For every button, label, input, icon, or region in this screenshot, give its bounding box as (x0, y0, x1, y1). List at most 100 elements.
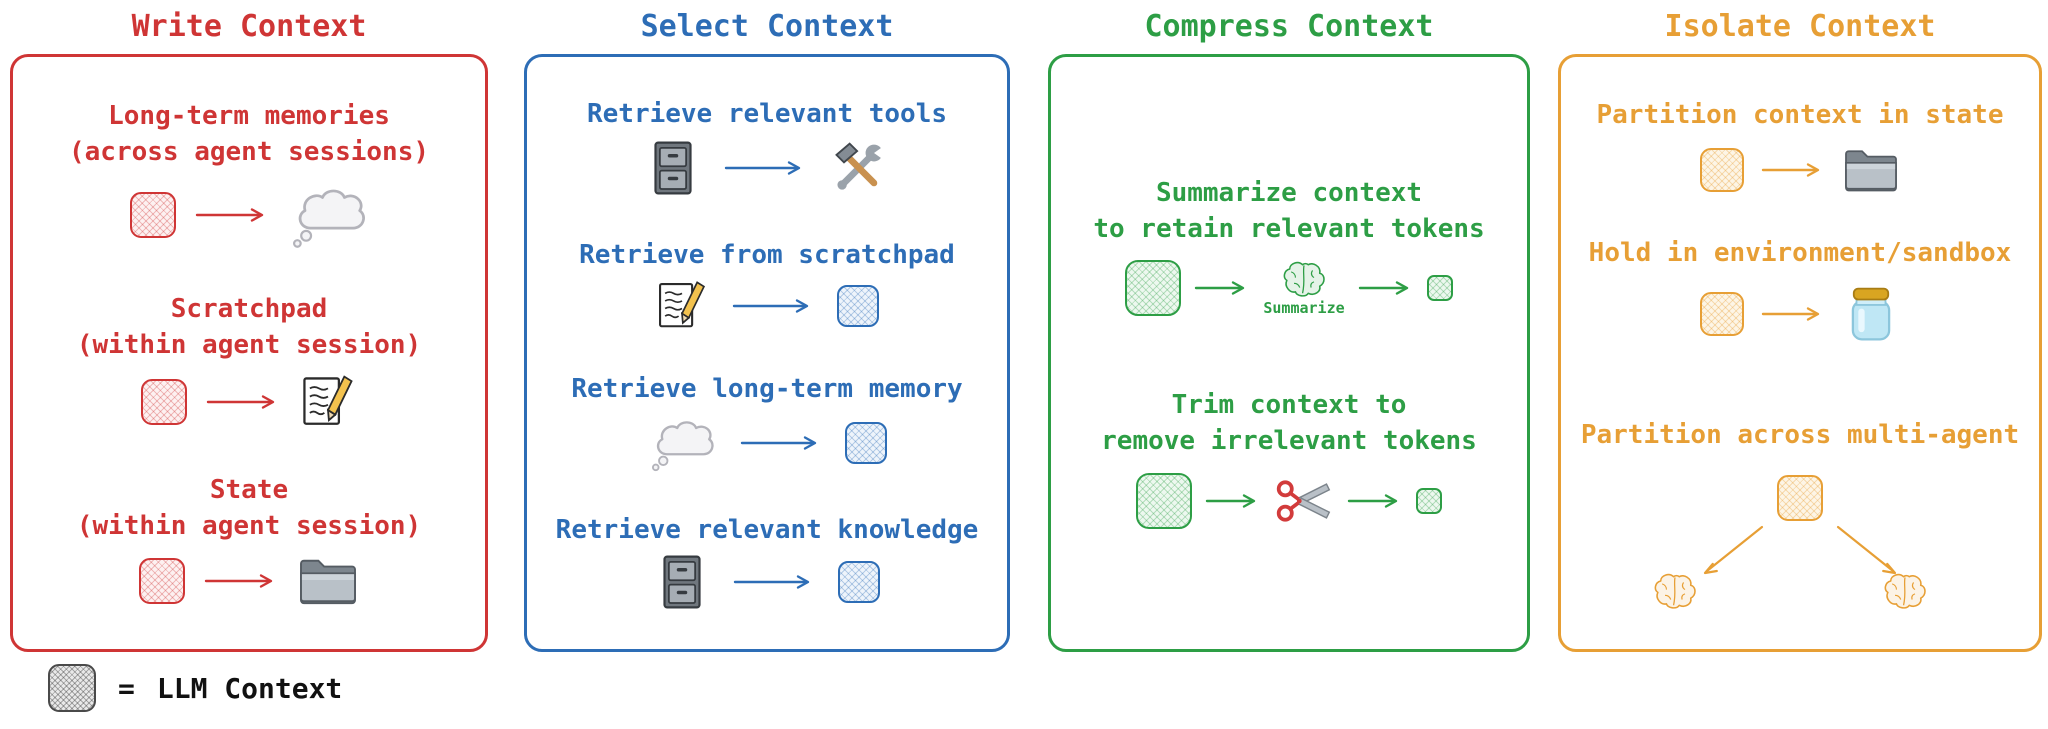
arrow-right-icon (732, 298, 809, 313)
group-label: to retain relevant tokens (1093, 214, 1485, 244)
legend: = LLM Context (48, 664, 342, 712)
summarize-process: Summarize (1263, 259, 1345, 317)
thought-cloud-icon (288, 180, 368, 250)
panel-box: Partition context in state Hold in envir… (1558, 54, 2042, 652)
isolate-group-multi-agent: Partition across multi-agent (1581, 417, 2019, 615)
llm-context-square-icon (48, 664, 96, 712)
panel-compress-context: Compress Context Summarize context to re… (1048, 8, 1530, 652)
arrow-right-icon (1347, 494, 1398, 508)
llm-context-square-icon (845, 422, 887, 465)
llm-context-square-icon (141, 379, 187, 425)
panel-box: Retrieve relevant tools Retrieve from sc… (524, 54, 1010, 652)
group-label: Trim context to (1171, 390, 1407, 420)
icon-row (655, 279, 879, 333)
llm-context-square-icon (837, 561, 880, 604)
group-label: Partition context in state (1596, 100, 2004, 130)
legend-label: LLM Context (156, 671, 343, 705)
group-label: Retrieve long-term memory (571, 374, 963, 405)
group-label: (within agent session) (76, 330, 422, 360)
panel-box: Summarize context to retain relevant tok… (1048, 54, 1530, 652)
group-label: State (209, 475, 289, 505)
arrow-right-icon (1761, 163, 1820, 177)
group-label: Retrieve relevant knowledge (555, 515, 979, 546)
memo-pencil-icon (299, 373, 357, 431)
group-label: Retrieve relevant tools (586, 98, 948, 129)
llm-context-square-icon (1699, 292, 1744, 336)
scissors-icon (1274, 471, 1334, 531)
llm-context-square-icon (1426, 275, 1453, 301)
legend-equals: = (118, 671, 135, 705)
llm-context-square-icon (837, 284, 879, 327)
group-label: Scratchpad (170, 294, 328, 324)
icon-row: Summarize (1125, 259, 1453, 317)
arrow-right-icon (724, 161, 801, 175)
select-group-scratchpad: Retrieve from scratchpad (579, 237, 955, 333)
icon-row (1136, 471, 1442, 531)
llm-context-square-icon (1125, 260, 1182, 316)
arrow-right-icon (1761, 307, 1820, 321)
group-label: Long-term memories (108, 101, 390, 131)
file-cabinet-icon (654, 554, 710, 610)
panel-write-context: Write Context Long-term memories (across… (10, 8, 488, 652)
llm-context-square-icon (139, 558, 185, 604)
process-label: Summarize (1263, 299, 1345, 317)
write-group-state: State (within agent session) (77, 472, 421, 608)
panel-title: Isolate Context (1664, 9, 1936, 44)
group-label: (within agent session) (76, 511, 422, 541)
panel-select-context: Select Context Retrieve relevant tools R… (524, 8, 1010, 652)
hammer-wrench-icon (829, 138, 889, 198)
thought-cloud-icon (647, 413, 717, 473)
arrow-right-icon (1358, 281, 1408, 295)
arrow-right-icon (204, 574, 273, 588)
write-group-long-term-memories: Long-term memories (across agent session… (69, 98, 429, 250)
panel-title: Compress Context (1144, 9, 1434, 44)
brain-icon (1882, 571, 1928, 611)
select-group-long-term-memory: Retrieve long-term memory (571, 371, 963, 473)
memo-pencil-icon (655, 279, 709, 333)
arrow-down-right-icon (1836, 525, 1895, 573)
arrow-right-icon (740, 436, 817, 451)
folder-icon (1842, 145, 1900, 195)
icon-row (130, 180, 368, 250)
icon-row (1700, 145, 1900, 195)
arrow-right-icon (195, 208, 264, 222)
compress-group-summarize: Summarize context to retain relevant tok… (1093, 175, 1484, 317)
select-group-knowledge: Retrieve relevant knowledge (555, 512, 979, 610)
group-label: remove irrelevant tokens (1101, 426, 1477, 456)
isolate-group-sandbox: Hold in environment/sandbox (1588, 235, 2012, 345)
group-label: (across agent sessions) (68, 137, 430, 167)
compress-group-trim: Trim context to remove irrelevant tokens (1101, 387, 1477, 531)
panel-isolate-context: Isolate Context Partition context in sta… (1558, 8, 2042, 652)
arrow-right-icon (206, 395, 275, 409)
icon-row (654, 554, 880, 610)
llm-context-square-icon (1776, 475, 1823, 521)
icon-row (645, 138, 889, 198)
arrow-right-icon (1195, 281, 1245, 295)
llm-context-square-icon (1416, 488, 1442, 514)
panel-title: Write Context (131, 9, 367, 44)
llm-context-square-icon (130, 192, 176, 238)
arrow-down-left-icon (1705, 525, 1764, 573)
folder-icon (297, 554, 359, 608)
llm-context-square-icon (1136, 473, 1192, 529)
isolate-group-state: Partition context in state (1597, 97, 2004, 195)
multi-agent-fan (1610, 475, 1990, 615)
group-label: Summarize context (1155, 178, 1423, 208)
icon-row (139, 554, 359, 608)
file-cabinet-icon (645, 140, 701, 196)
panel-box: Long-term memories (across agent session… (10, 54, 488, 652)
icon-row (1699, 283, 1900, 345)
brain-icon (1652, 571, 1698, 611)
arrow-right-icon (1205, 494, 1256, 508)
fan-arrows (1703, 525, 1897, 575)
select-group-tools: Retrieve relevant tools (587, 96, 947, 198)
group-label: Retrieve from scratchpad (579, 239, 955, 270)
group-label: Partition across multi-agent (1580, 420, 2020, 450)
write-group-scratchpad: Scratchpad (within agent session) (77, 291, 421, 431)
brain-icon (1281, 259, 1327, 299)
group-label: Hold in environment/sandbox (1588, 238, 2012, 268)
icon-row (141, 373, 357, 431)
arrow-right-icon (733, 575, 810, 589)
icon-row (647, 413, 887, 473)
